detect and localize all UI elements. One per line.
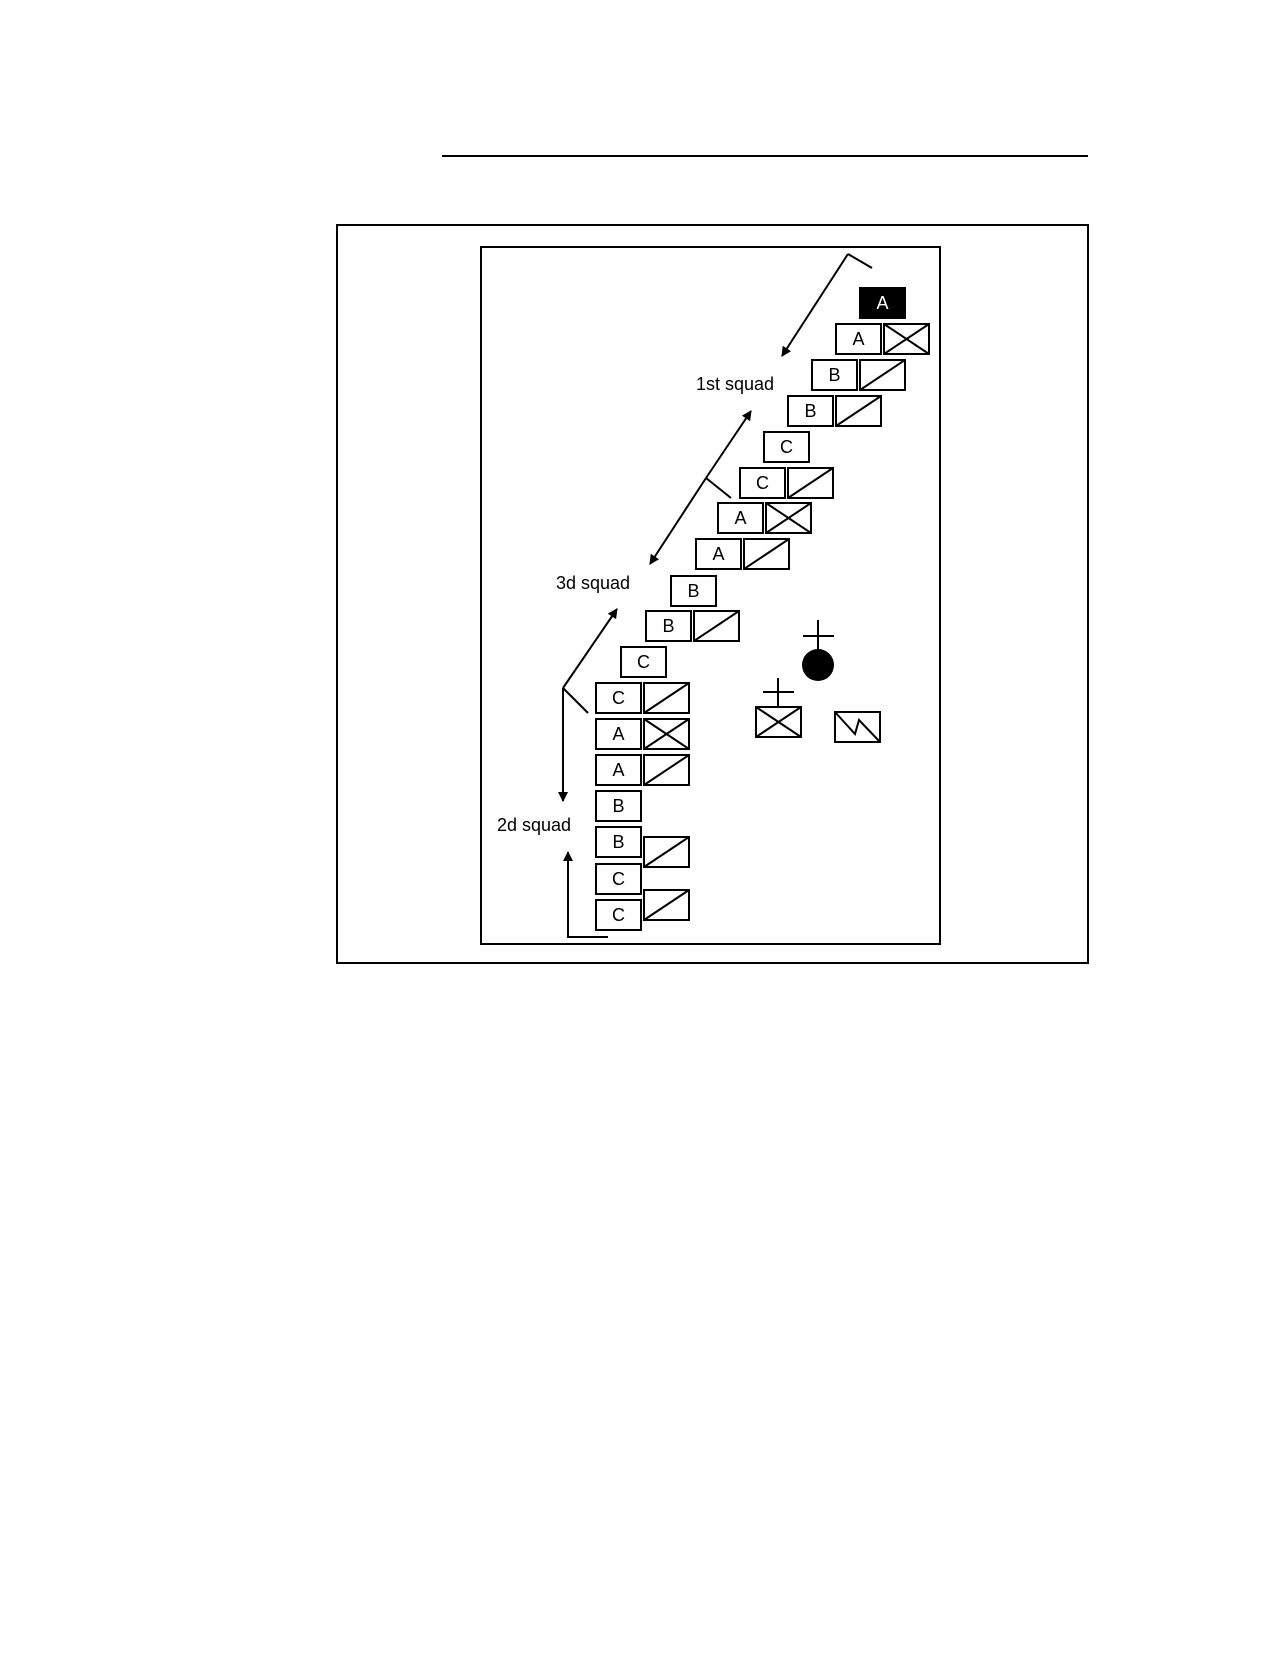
unit-letter-box <box>595 899 642 931</box>
weapon-x-icon <box>643 718 690 750</box>
label-first-squad: 1st squad <box>696 374 774 394</box>
signal-symbol <box>834 711 881 743</box>
unit-letter: B <box>612 832 624 852</box>
unit-letter-box <box>595 754 642 786</box>
weapon-slash-icon <box>835 395 882 427</box>
diagram-frame <box>480 246 941 945</box>
squad1-bracket-tick <box>847 253 873 269</box>
unit: B <box>787 395 882 427</box>
weapon-slash-icon <box>859 359 906 391</box>
squad1-bottom-arrow <box>705 410 752 479</box>
unit-letter-box <box>739 467 786 499</box>
unit: C <box>763 431 810 463</box>
unit-letter-box <box>645 610 692 642</box>
unit-letter-box <box>595 826 642 858</box>
unit: A <box>695 538 790 570</box>
unit-letter-box <box>595 718 642 750</box>
unit: A <box>717 502 812 534</box>
unit-letter: C <box>637 652 650 672</box>
unit-letter-box <box>859 287 906 319</box>
label-second-squad: 2d squad <box>497 815 571 835</box>
unit-letter: C <box>612 688 625 708</box>
unit: C <box>739 467 834 499</box>
weapon-slash-icon <box>693 610 740 642</box>
unit-letter: C <box>780 437 793 457</box>
unit-letter-box <box>695 538 742 570</box>
unit: B <box>670 575 717 607</box>
unit-letter-box <box>763 431 810 463</box>
weapon-x-icon <box>883 323 930 355</box>
unit-letter-box <box>670 575 717 607</box>
weapon-slash-icon <box>643 836 690 868</box>
weapon-slash-icon <box>643 682 690 714</box>
unit: A <box>859 287 906 319</box>
unit-letter: B <box>612 796 624 816</box>
weapon-x-icon <box>765 502 812 534</box>
squad1-squad3-boundary-tick <box>705 477 732 499</box>
unit-letter: B <box>828 365 840 385</box>
unit-letter-box <box>787 395 834 427</box>
unit-letter: B <box>804 401 816 421</box>
weapon-slash-icon <box>643 754 690 786</box>
unit: C <box>620 646 667 678</box>
unit: A <box>595 718 690 750</box>
unit-letter: A <box>734 508 746 528</box>
unit-letter: C <box>612 905 625 925</box>
unit: B <box>595 790 642 822</box>
unit-letter-box <box>595 863 642 895</box>
label-third-squad: 3d squad <box>556 573 630 593</box>
unit: C <box>595 889 690 931</box>
squad2-bottom-bracket <box>563 851 608 938</box>
unit-letter-box <box>811 359 858 391</box>
weapon-slash-icon <box>787 467 834 499</box>
unit-letter: A <box>612 760 624 780</box>
unit-letter-box <box>595 790 642 822</box>
unit-letter: C <box>612 869 625 889</box>
unit: B <box>595 826 690 868</box>
unit-letter: B <box>687 581 699 601</box>
squad1-top-arrow <box>781 253 849 357</box>
unit: B <box>645 610 740 642</box>
squad3-bottom-arrow <box>562 608 618 689</box>
unit: A <box>835 323 930 355</box>
unit-letter: A <box>712 544 724 564</box>
leader-symbol <box>802 620 834 681</box>
leader-vehicle-symbol <box>755 678 802 738</box>
squad3-squad2-boundary-tick <box>562 687 589 714</box>
weapon-slash-icon <box>643 889 690 921</box>
unit: A <box>595 754 690 786</box>
unit-letter: A <box>852 329 864 349</box>
unit-letter: C <box>756 473 769 493</box>
unit-letter: A <box>876 293 888 313</box>
unit-letter: B <box>662 616 674 636</box>
unit: B <box>811 359 906 391</box>
unit-letter-box <box>835 323 882 355</box>
unit-letter-box <box>595 682 642 714</box>
weapon-slash-icon <box>743 538 790 570</box>
unit: C <box>595 863 642 895</box>
unit-letter: A <box>612 724 624 744</box>
figure-frame <box>336 224 1089 964</box>
unit: C <box>595 682 690 714</box>
squad3-top-arrow <box>649 477 707 565</box>
unit-letter-box <box>620 646 667 678</box>
unit-letter-box <box>717 502 764 534</box>
